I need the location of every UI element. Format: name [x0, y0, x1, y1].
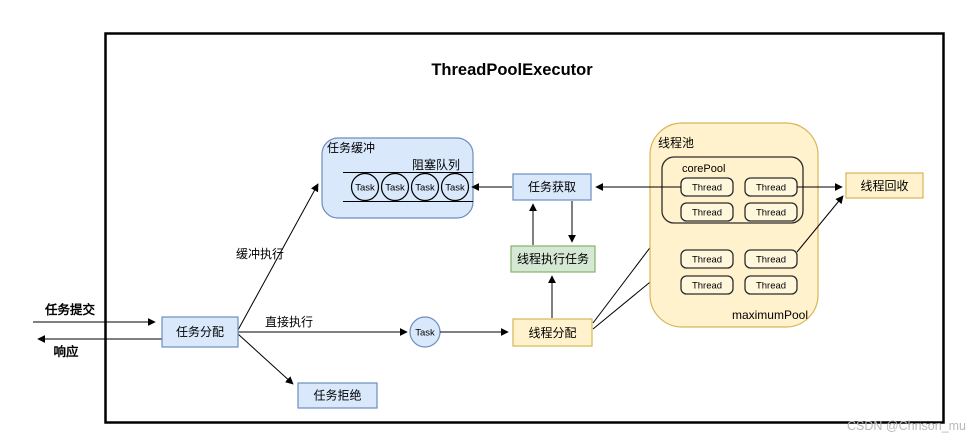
edge-buffered-execution [237, 183, 319, 331]
task-buffer-box [321, 137, 474, 219]
queue-task-item: Task [380, 172, 410, 202]
thread-node: Thread [744, 202, 798, 222]
task-dispatch-node: 任务分配 [161, 316, 239, 348]
thread-label: Thread [756, 183, 786, 194]
diagram-border [104, 32, 945, 424]
thread-node: Thread [744, 177, 798, 197]
task-reject-node: 任务拒绝 [297, 382, 378, 409]
thread-dispatch-box [512, 318, 593, 347]
thread-box [680, 202, 734, 222]
task-label: Task [355, 183, 375, 194]
diagram-title: ThreadPoolExecutor [431, 61, 593, 79]
watermark: CSDN @Chrison_mu [847, 419, 966, 433]
task-node: Task [409, 316, 441, 348]
thread-box [680, 275, 734, 295]
thread-node: Thread [680, 177, 734, 197]
task-buffer-label: 任务缓冲 [327, 140, 375, 155]
task-dispatch-box [161, 316, 239, 348]
thread-label: Thread [756, 281, 786, 292]
thread-label: Thread [692, 183, 722, 194]
task-dispatch-label: 任务分配 [176, 324, 224, 339]
thread-execute-node: 线程执行任务 [510, 245, 596, 273]
task-circle [410, 172, 440, 202]
task-fetch-node: 任务获取 [512, 173, 592, 201]
thread-label: Thread [692, 255, 722, 266]
queue-task-item: Task [440, 172, 470, 202]
thread-label: Thread [756, 208, 786, 219]
task-label: Task [445, 183, 465, 194]
task-buffer-node: 任务缓冲 阻塞队列 Task Task Task Task [321, 137, 474, 219]
task-circle [350, 172, 380, 202]
task-circle [380, 172, 410, 202]
thread-node: Thread [680, 249, 734, 269]
core-pool-box [661, 156, 804, 224]
thread-execute-label: 线程执行任务 [517, 251, 589, 266]
thread-pool-label: 线程池 [658, 135, 694, 150]
thread-pool-node: 线程池 corePool Thread Thread Thread Thread… [649, 122, 819, 328]
thread-node: Thread [680, 202, 734, 222]
thread-recycle-box [845, 172, 924, 199]
task-fetch-label: 任务获取 [528, 179, 576, 194]
task-label: Task [385, 183, 405, 194]
thread-dispatch-label: 线程分配 [528, 325, 576, 340]
task-reject-box [297, 382, 378, 409]
thread-node: Thread [744, 275, 798, 295]
thread-box [744, 275, 798, 295]
queue-task-item: Task [350, 172, 380, 202]
thread-dispatch-node: 线程分配 [512, 318, 593, 347]
task-fetch-box [512, 173, 592, 201]
thread-label: Thread [692, 281, 722, 292]
edge-task-reject [237, 333, 294, 385]
thread-label: Thread [756, 255, 786, 266]
thread-pool-box [649, 122, 819, 328]
maximum-pool-label: maximumPool [732, 308, 808, 322]
thread-node: Thread [680, 275, 734, 295]
thread-recycle-node: 线程回收 [845, 172, 924, 199]
task-reject-label: 任务拒绝 [313, 388, 361, 403]
task-submit-label: 任务提交 [44, 302, 96, 317]
blocking-queue-label: 阻塞队列 [412, 157, 460, 172]
direct-execution-label: 直接执行 [265, 314, 313, 329]
thread-label: Thread [692, 208, 722, 219]
thread-box [680, 249, 734, 269]
thread-box [744, 249, 798, 269]
buffered-execution-label: 缓冲执行 [236, 246, 284, 261]
task-circle [440, 172, 470, 202]
queue-task-item: Task [410, 172, 440, 202]
thread-node: Thread [744, 249, 798, 269]
core-pool-label: corePool [682, 163, 725, 175]
task-label: Task [415, 328, 435, 339]
response-label: 响应 [53, 344, 79, 359]
edge-maxpool-to-recycle [796, 195, 844, 253]
thread-execute-box [510, 245, 596, 273]
thread-box [744, 202, 798, 222]
thread-recycle-label: 线程回收 [860, 178, 908, 193]
task-label: Task [415, 183, 435, 194]
